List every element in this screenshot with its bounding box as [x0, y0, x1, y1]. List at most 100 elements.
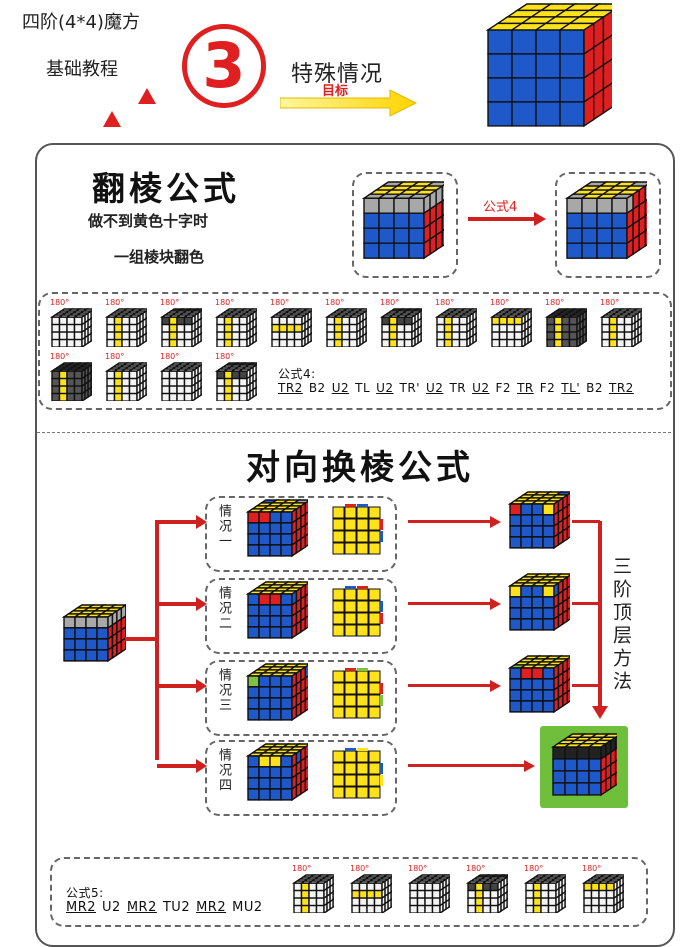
rotation-degree-label: 180°: [215, 298, 235, 307]
red-arrow-icon: [196, 597, 207, 611]
move-step-icon: 180°: [544, 298, 592, 351]
formula-move: B2: [586, 381, 603, 395]
move-step-icon: 180°: [379, 298, 427, 351]
move-step-cube: [523, 873, 571, 915]
move-step-icon: 180°: [324, 298, 372, 351]
red-arrow-icon: [490, 516, 501, 528]
move-step-icon: 180°: [269, 298, 317, 351]
connector-line: [572, 602, 600, 605]
oll-method-note: 三阶顶层方法: [610, 556, 632, 694]
move-step-icon: 180°: [159, 352, 207, 405]
move-step-icon: 180°: [104, 298, 152, 351]
formula4-box: [38, 292, 672, 410]
rotation-degree-label: 180°: [105, 352, 125, 361]
formula-move: TR: [517, 381, 534, 395]
move-step-cube: [544, 307, 592, 349]
move-step-icon: 180°: [407, 864, 455, 917]
case-cube-image: [246, 499, 308, 558]
move-step-icon: 180°: [104, 352, 152, 405]
move-step-cube: [159, 307, 207, 349]
connector-line: [125, 637, 157, 641]
tutorial-subtitle: 基础教程: [46, 59, 118, 80]
red-triangle-icon: [103, 111, 121, 127]
move-step-icon: 180°: [49, 352, 97, 405]
move-step-cube: [324, 307, 372, 349]
formula-move: TU2: [162, 900, 191, 915]
formula-move: MR2: [66, 900, 97, 915]
red-arrow-icon: [490, 680, 501, 692]
move-step-cube: [434, 307, 482, 349]
rotation-degree-label: 180°: [160, 298, 180, 307]
case-top-face-image: [332, 748, 383, 799]
case-cube-image: [246, 581, 308, 640]
move-step-icon: 180°: [523, 864, 571, 917]
formula5-label: 公式5:: [66, 886, 104, 900]
red-arrow-icon: [468, 212, 546, 226]
red-arrow-icon: [196, 679, 207, 693]
formula-move: U2: [376, 381, 394, 395]
rotation-degree-label: 180°: [270, 298, 290, 307]
move-step-icon: 180°: [434, 298, 482, 351]
formula-move: TL': [561, 381, 581, 395]
move-step-icon: 180°: [214, 298, 262, 351]
yellow-arrow-icon: [280, 89, 418, 117]
move-step-cube: [104, 361, 152, 403]
move-step-cube: [581, 873, 629, 915]
rotation-degree-label: 180°: [105, 298, 125, 307]
move-step-icon: 180°: [214, 352, 262, 405]
formula-move: TR: [449, 381, 467, 395]
formula-move: B2: [308, 381, 326, 395]
case-box: [205, 496, 397, 572]
move-step-cube: [269, 307, 317, 349]
solved-cube-image: [486, 3, 612, 128]
move-step-cube: [214, 361, 262, 403]
case-box: [205, 578, 397, 654]
tutorial-title: 四阶(4*4)魔方: [22, 12, 140, 33]
connector-line: [572, 520, 600, 523]
case-label: 情况四: [216, 748, 231, 793]
connector-line: [157, 764, 199, 768]
move-step-icon: 180°: [465, 864, 513, 917]
formula-move: U2: [426, 381, 444, 395]
connector-line: [598, 521, 602, 713]
red-triangle-icon: [138, 88, 156, 104]
move-step-icon: 180°: [349, 864, 397, 917]
move-step-cube: [214, 307, 262, 349]
connector-line: [408, 602, 492, 605]
rotation-degree-label: 180°: [160, 352, 180, 361]
formula-move: MR2: [196, 900, 227, 915]
move-step-icon: 180°: [581, 864, 629, 917]
formula-move: U2: [102, 900, 121, 915]
connector-line: [408, 764, 526, 767]
rotation-degree-label: 180°: [466, 864, 486, 873]
red-arrow-icon: [196, 515, 207, 529]
connector-line: [408, 520, 492, 523]
formula-move: TR2: [609, 381, 634, 395]
move-step-cube: [49, 361, 97, 403]
connector-line: [572, 684, 600, 687]
start-cube-image: [62, 604, 126, 663]
formula-move: TL: [355, 381, 371, 395]
move-step-cube: [407, 873, 455, 915]
connector-line: [157, 520, 199, 524]
before-flip-cube-image: [362, 181, 444, 260]
rotation-degree-label: 180°: [50, 298, 70, 307]
oll-case-cube-image: [508, 491, 570, 550]
case-top-face-image: [332, 504, 383, 555]
swap-section-title: 对向换棱公式: [246, 448, 474, 488]
target-label: 目标: [322, 84, 349, 99]
formula-move: U2: [472, 381, 490, 395]
red-arrow-down-icon: [592, 706, 608, 719]
connector-line: [157, 602, 199, 606]
section-divider: [37, 432, 671, 433]
case-box: [205, 740, 397, 816]
red-arrow-icon: [490, 598, 501, 610]
case-box: [205, 660, 397, 736]
move-step-cube: [159, 361, 207, 403]
rotation-degree-label: 180°: [50, 352, 70, 361]
move-step-icon: 180°: [599, 298, 647, 351]
move-step-cube: [349, 873, 397, 915]
after-cube-frame: [555, 172, 661, 278]
